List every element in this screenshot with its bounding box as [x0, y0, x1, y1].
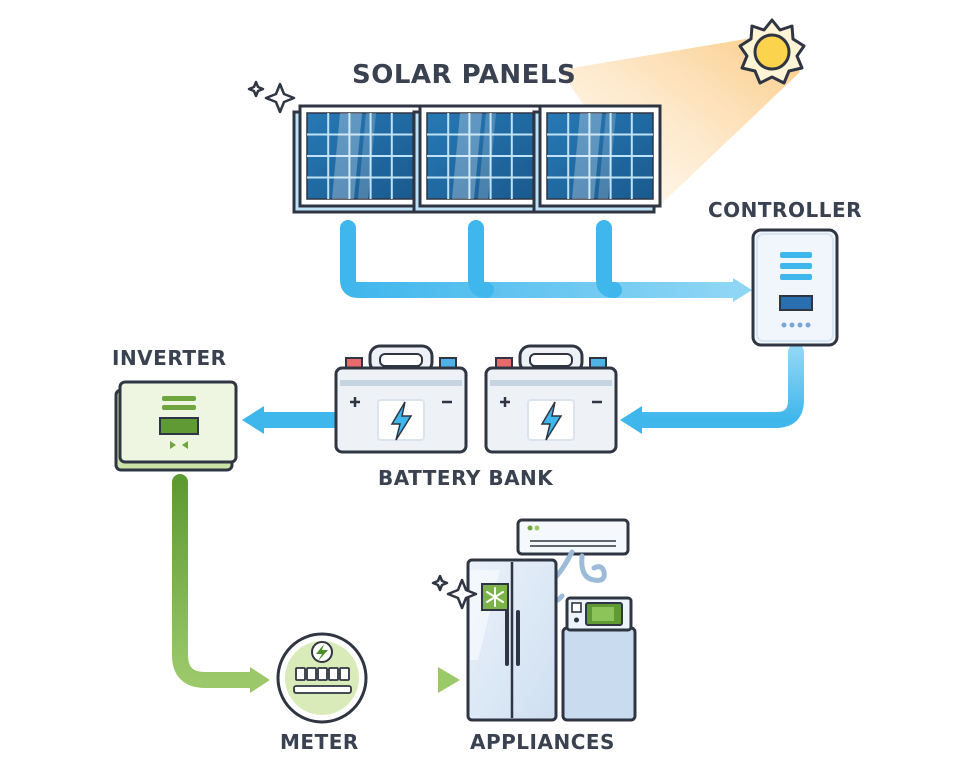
solar-panel-array: [292, 104, 662, 214]
inverter-to-meter-flow: [172, 474, 260, 688]
arrow-to-appliances: [438, 667, 460, 693]
sunlight-beam: [560, 35, 800, 210]
energy-meter: [276, 632, 368, 724]
snowflake-icon: [481, 583, 509, 611]
sun-icon: [738, 18, 806, 85]
controller-display: [779, 295, 813, 311]
microwave-on-cabinet: [561, 596, 637, 722]
battery: [334, 344, 468, 454]
battery: [484, 344, 618, 454]
solar-panel: [292, 104, 422, 214]
arrow-to-controller: [733, 278, 752, 302]
label-solar-panels: SOLAR PANELS: [352, 60, 577, 90]
sparkle-icon: [431, 574, 478, 610]
label-meter: METER: [280, 730, 359, 754]
lightning-bolt-icon: [311, 641, 333, 663]
solar-panel: [412, 104, 542, 214]
label-controller: CONTROLLER: [708, 198, 863, 222]
controller-to-battery-flow: [632, 344, 804, 428]
charge-controller: [751, 228, 839, 347]
arrow-to-battery: [620, 406, 642, 434]
refrigerator: [466, 558, 558, 722]
label-appliances: APPLIANCES: [470, 730, 615, 754]
arrow-to-meter: [250, 667, 270, 693]
lightning-bolt-icon: [540, 401, 563, 441]
arrow-to-inverter: [242, 406, 264, 434]
battery-bank: [334, 344, 618, 454]
solar-panel: [532, 104, 662, 214]
label-battery-bank: BATTERY BANK: [378, 466, 554, 490]
air-conditioner: [516, 518, 630, 556]
inverter: [114, 380, 238, 472]
sparkle-icon: [247, 80, 296, 114]
inverter-display: [159, 417, 199, 435]
lightning-bolt-icon: [390, 401, 413, 441]
label-inverter: INVERTER: [112, 346, 227, 370]
panels-to-controller-flow: [340, 220, 743, 298]
